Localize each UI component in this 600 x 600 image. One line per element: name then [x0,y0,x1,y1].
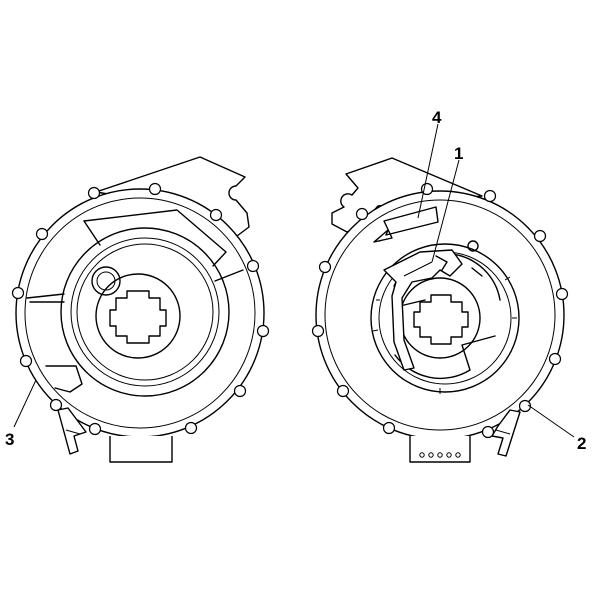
right-index-boss [467,240,479,252]
left-lower-segment [45,365,83,393]
left-coil-view [11,156,270,463]
leader-2 [527,404,575,438]
right-housing-rim [324,199,556,431]
left-rotor-ring [70,237,220,387]
callout-1: 1 [454,144,463,163]
right-ring-ticks [372,276,517,394]
leader-4 [417,123,439,219]
left-rotor-inner [76,243,214,381]
left-rotor-outer [60,227,230,397]
right-rotor-outer [370,243,520,393]
coil-ribbon-lead [383,249,463,371]
connector-pins [419,452,461,458]
left-bolt-bosses [11,182,270,436]
left-side-segment [26,293,65,303]
left-hub [95,273,181,359]
callout-3: 3 [5,430,14,449]
callout-leaders [13,123,575,438]
right-splined-bore [413,294,469,345]
leader-3 [13,379,37,428]
right-coil-view [311,157,569,463]
callout-2: 2 [577,434,586,453]
leader-1 [431,159,460,263]
left-index-boss [91,266,121,296]
right-bottom-connector [409,436,471,463]
rotation-arrow [373,206,439,243]
left-top-segment [83,209,227,267]
left-splined-bore [109,290,167,344]
right-bolt-bosses [311,182,569,439]
left-bottom-connector [109,436,173,463]
callout-4: 4 [432,108,442,127]
left-housing-rim [24,197,256,429]
